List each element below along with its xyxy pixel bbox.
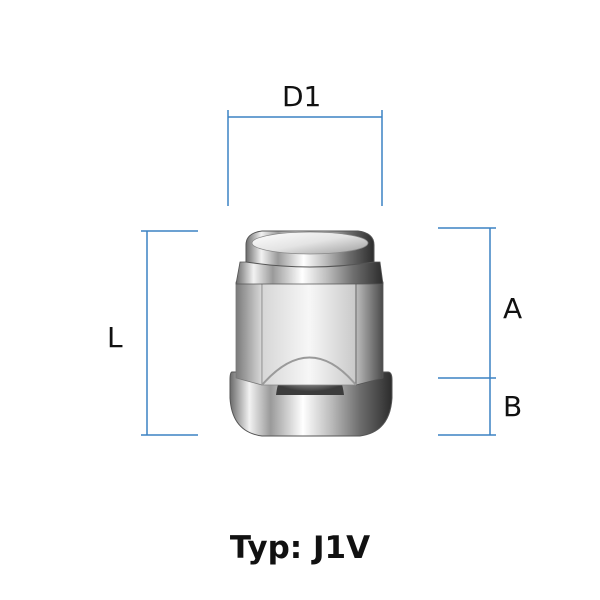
cap-top [251, 231, 369, 255]
hex-face-right [355, 281, 384, 386]
d1-label: D1 [282, 80, 322, 113]
a-label: A [503, 292, 523, 325]
dimension-lines [141, 110, 496, 436]
type-caption: Typ: J1V [229, 530, 371, 566]
length-label: L [107, 321, 123, 354]
b-label: B [503, 390, 523, 423]
lug-nut-icon [229, 230, 393, 437]
nut-seat [229, 371, 393, 437]
nut-arch [261, 356, 357, 386]
hex-face-left [235, 281, 263, 386]
